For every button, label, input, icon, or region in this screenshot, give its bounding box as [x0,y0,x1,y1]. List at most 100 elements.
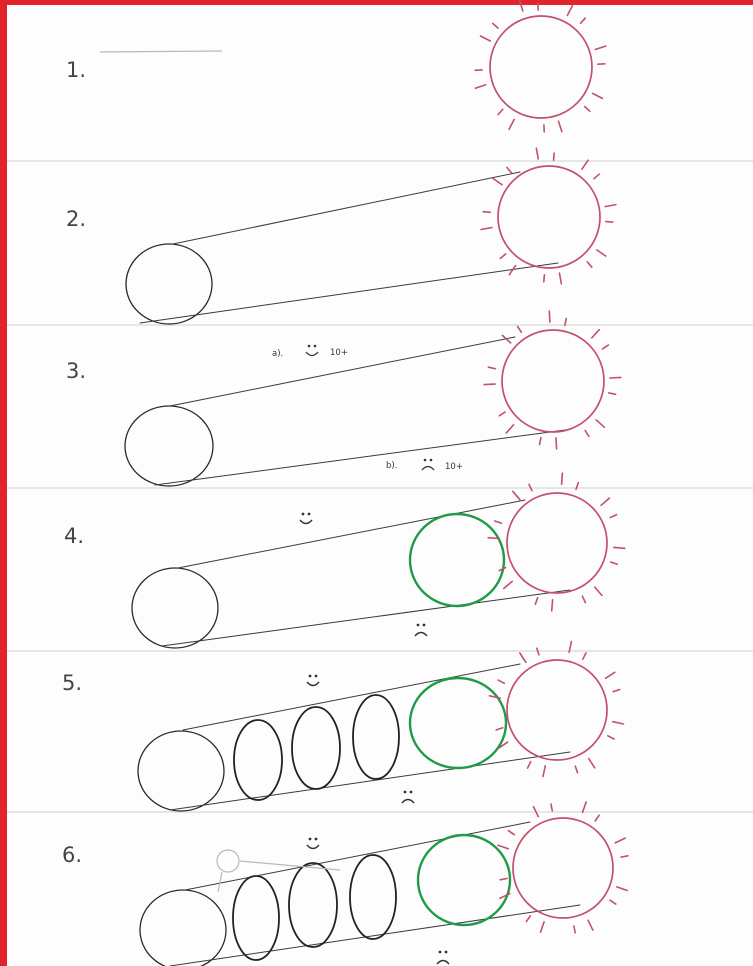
sun-ray [507,168,512,173]
step-label-2: 2. [66,207,86,231]
sun-ray [594,174,599,179]
annotation-b-value: 10+ [445,462,463,472]
earth-circle [126,244,212,324]
sun-ray [601,498,609,505]
moon-phase-oval [350,855,396,939]
sun-icon [484,311,621,449]
sun-ray [500,254,505,259]
sun-ray [498,109,503,114]
moon-phase-oval [233,876,279,960]
sun-ray [481,36,491,41]
tangent-line-bottom [170,905,580,966]
sun-ray [603,345,609,349]
sun-ray [613,722,624,724]
sun-ray [588,920,593,930]
earth-circle [138,731,224,811]
annotation-a-value: 10+ [330,348,348,358]
blank-line [100,51,222,52]
moon-phase-oval [292,707,340,789]
sun-ray [593,93,603,98]
tangent-line-top [185,822,530,890]
sun-ray [559,121,562,132]
sun-ray [617,887,627,891]
moon-phase-oval [353,695,399,779]
sun-ray [513,491,520,499]
sun-icon [475,0,606,132]
annotation-b-label: b). [386,461,397,471]
sun-ray [549,311,550,322]
sun-ray [574,926,575,933]
smiley-face-icon [306,345,318,356]
sun-icon [490,642,624,777]
sun-ray [589,759,595,768]
annotation-a-label: a). [272,349,283,359]
frown-face-icon [402,791,414,803]
sun-ray [621,856,628,857]
sun-ray [506,425,513,433]
sun-ray [565,318,566,325]
sun-ray [499,412,505,416]
sun-ray [520,0,523,11]
sun-ray [496,728,503,730]
sun-ray [575,766,577,773]
sun-ray [481,228,492,230]
sun-ray [597,250,606,256]
smiley-face-icon [300,513,312,524]
smiley-face-icon [307,675,319,686]
sun-ray [540,438,541,445]
sun-ray [535,598,537,605]
sun-ray [488,367,495,369]
sun-ray [528,762,531,768]
sun-ray [475,85,486,88]
sun-ray [556,438,557,449]
sun-ray [498,845,508,849]
sun-ray [606,222,613,223]
step-label-4: 4. [64,524,84,548]
tangent-line-bottom [155,430,565,485]
sun-ray [484,384,495,385]
sun-ray [605,205,616,207]
sun-ray [592,330,599,338]
sun-ray [509,120,514,130]
sun-ray [554,153,555,160]
tangent-line-top [178,500,525,568]
sun-icon [481,148,616,284]
sun-ray [552,600,553,611]
sun-ray [493,23,498,28]
sun-ray [613,690,620,692]
sun-ray [615,838,625,843]
sun-ray [551,804,552,811]
sun-ray [543,766,545,777]
sun-ray [526,916,530,922]
sun-ray [595,815,599,821]
sun-ray [587,262,592,267]
moon-phase-oval [289,863,337,947]
frown-face-icon [422,459,434,470]
smiley-face-icon [307,838,319,849]
sun-ray [581,18,586,23]
sun-ray [509,831,515,835]
sun-ray [610,515,616,518]
sun-ray [582,596,585,602]
tangent-line-bottom [140,263,558,323]
tangent-line-top [173,172,520,244]
sun-icon [488,473,625,611]
tangent-line-bottom [162,590,570,646]
sun-ray [518,327,522,333]
step-label-3: 3. [66,359,86,383]
sun-ray [493,179,502,185]
sun-ray [483,212,490,213]
sun-ray [500,879,507,880]
earth-circle [132,568,218,648]
sun-ray [606,672,615,678]
sun-ray [596,420,604,427]
sun-ray [583,802,587,812]
sun-ray [608,736,614,739]
sun-ray [595,587,602,595]
sun-ray [609,393,616,394]
sun-ray [559,273,561,284]
sun-ray [585,431,589,437]
sun-ray [562,473,563,484]
sun-ray [610,900,616,904]
